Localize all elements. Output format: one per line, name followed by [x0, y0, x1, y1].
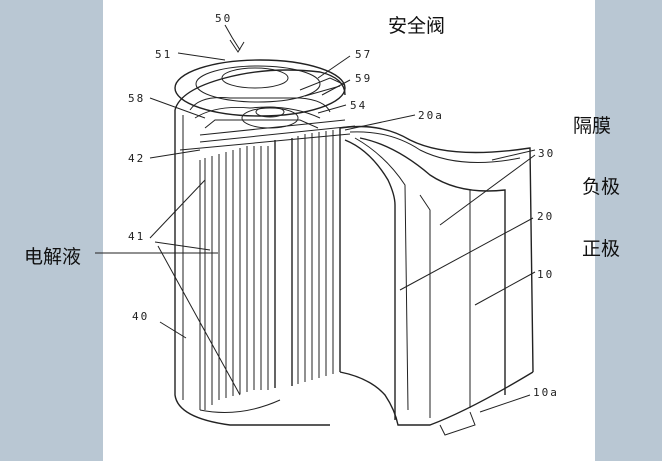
reference-labels: 50 51 57 59 58 54 20a 42 30 20 41 10 40 … — [128, 12, 559, 399]
leader-lines — [95, 24, 536, 413]
label-41: 41 — [128, 230, 145, 243]
label-50: 50 — [215, 12, 232, 25]
label-positive: 正极 — [582, 238, 620, 260]
label-58: 58 — [128, 92, 145, 105]
center-core — [274, 138, 293, 388]
label-40: 40 — [132, 310, 149, 323]
electrode-coil-left — [199, 146, 281, 413]
label-42: 42 — [128, 152, 145, 165]
label-59: 59 — [355, 72, 372, 85]
label-57: 57 — [355, 48, 372, 61]
label-20a: 20a — [418, 109, 444, 122]
label-safety-valve: 安全阀 — [388, 15, 445, 37]
label-10a: 10a — [533, 386, 559, 399]
electrode-coil-right — [297, 128, 341, 384]
cap-assembly — [174, 59, 356, 151]
chinese-labels: 安全阀 隔膜 负极 正极 电解液 — [24, 15, 620, 268]
label-10: 10 — [537, 268, 554, 281]
label-51: 51 — [155, 48, 172, 61]
unrolled-layers — [339, 125, 534, 436]
label-54: 54 — [350, 99, 367, 112]
label-20: 20 — [537, 210, 554, 223]
label-30: 30 — [538, 147, 555, 160]
outer-can — [174, 69, 346, 426]
label-separator: 隔膜 — [573, 115, 611, 137]
label-electrolyte: 电解液 — [24, 246, 81, 268]
label-negative: 负极 — [582, 176, 620, 198]
